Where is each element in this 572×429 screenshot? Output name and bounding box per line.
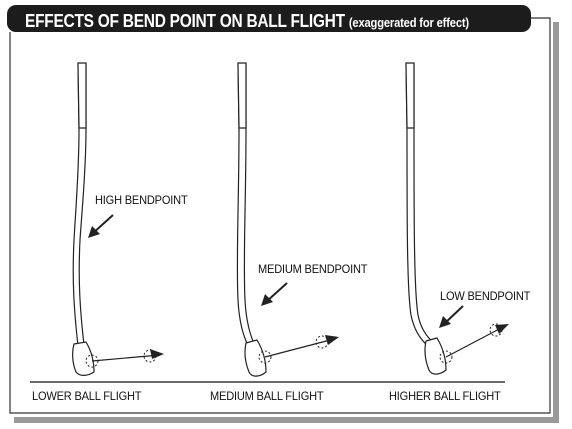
ball-destination — [315, 335, 329, 349]
diagram-title: EFFECTS OF BEND POINT ON BALL FLIGHT (ex… — [25, 12, 469, 32]
ball-flight-line — [445, 326, 504, 358]
bendpoint-arrowhead — [439, 316, 451, 328]
medium-bendpoint-label: MEDIUM BENDPOINT — [258, 262, 368, 276]
club-low-bendpoint — [405, 62, 509, 375]
club-head — [424, 337, 447, 375]
ball-flight-arrowhead — [325, 335, 339, 345]
title-subtitle: (exaggerated for effect) — [348, 15, 469, 30]
ball-flight-arrowhead — [495, 324, 509, 334]
ball — [258, 350, 272, 364]
frame-border — [9, 17, 551, 414]
medium-ball-flight-label: MEDIUM BALL FLIGHT — [210, 389, 324, 403]
club-grip — [77, 62, 87, 129]
bendpoint-arrowhead — [88, 226, 100, 238]
ball-destination — [489, 323, 503, 337]
high-bendpoint-label: HIGH BENDPOINT — [95, 193, 188, 207]
club-head — [72, 341, 95, 376]
title-banner: EFFECTS OF BEND POINT ON BALL FLIGHT (ex… — [7, 5, 531, 32]
low-bendpoint-label: LOW BENDPOINT — [440, 289, 531, 303]
club-head — [244, 339, 267, 377]
club-medium-bendpoint — [236, 62, 339, 377]
frame-shadow — [14, 22, 559, 423]
club-grip — [405, 62, 415, 129]
ball-flight-line — [91, 354, 161, 362]
ball-flight-arrowhead — [150, 349, 164, 359]
club-high-bendpoint — [72, 62, 164, 376]
ball — [439, 350, 453, 364]
club-grip — [237, 62, 247, 129]
ball-destination — [143, 349, 157, 363]
ball-flight-line — [264, 338, 335, 358]
lower-ball-flight-label: LOWER BALL FLIGHT — [32, 389, 142, 403]
higher-ball-flight-label: HIGHER BALL FLIGHT — [389, 389, 501, 403]
title-main-text: EFFECTS OF BEND POINT ON BALL FLIGHT — [25, 11, 345, 31]
bendpoint-arrowhead — [261, 294, 273, 306]
